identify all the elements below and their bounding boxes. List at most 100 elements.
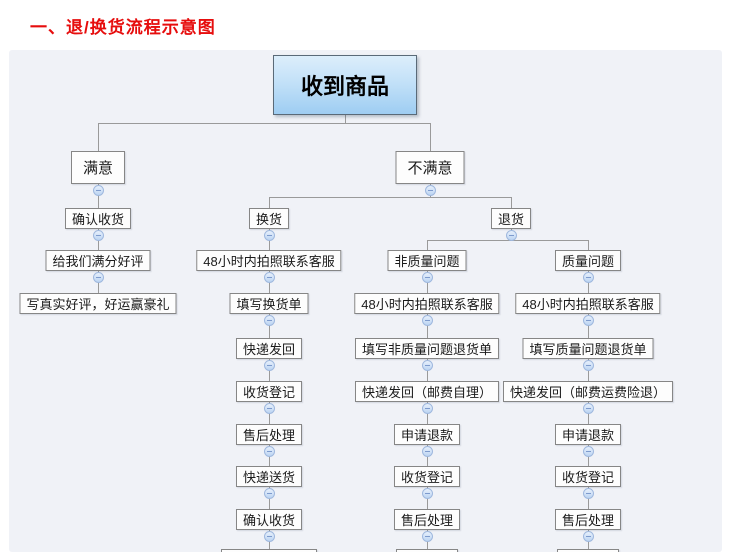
collapse-toggle[interactable] [93,230,104,241]
flow-node-q48: 48小时内拍照联系客服 [515,293,661,314]
flow-node-c_confirm: 确认收货 [64,208,132,229]
collapse-minus-icon [586,277,591,278]
collapse-minus-icon [586,408,591,409]
flow-node-huanhuo: 换货 [248,208,290,229]
flow-node-h_send: 快递发回 [235,338,303,359]
collapse-minus-icon [586,365,591,366]
flow-node-manyi: 满意 [70,151,126,184]
flow-node-q_reg: 收货登记 [554,466,622,487]
flow-node-h_form: 填写换货单 [229,293,309,314]
collapse-toggle[interactable] [583,446,594,457]
collapse-minus-icon [428,190,433,191]
collapse-minus-icon [267,408,272,409]
collapse-minus-icon [267,536,272,537]
page-title: 一、退/换货流程示意图 [30,18,216,37]
collapse-toggle[interactable] [422,360,433,371]
connector-line [98,123,431,124]
flow-node-tuihuo: 退货 [490,208,532,229]
collapse-toggle[interactable] [583,488,594,499]
flow-node-q_partial [557,549,619,552]
collapse-toggle[interactable] [264,403,275,414]
connector-line [427,240,589,241]
collapse-toggle[interactable] [583,315,594,326]
collapse-toggle[interactable] [264,360,275,371]
flow-node-c_review: 写真实好评，好运赢豪礼 [19,293,177,314]
collapse-minus-icon [586,536,591,537]
collapse-toggle[interactable] [583,531,594,542]
collapse-toggle[interactable] [425,185,436,196]
collapse-toggle[interactable] [93,185,104,196]
connector-line [511,197,512,208]
flow-node-n_partial [396,549,458,552]
collapse-minus-icon [267,235,272,236]
flow-node-n_send: 快递发回（邮费自理） [354,381,500,402]
collapse-minus-icon [425,493,430,494]
collapse-toggle[interactable] [264,230,275,241]
connector-line [345,115,346,123]
collapse-minus-icon [96,235,101,236]
flow-node-root: 收到商品 [273,55,417,115]
flow-node-h_after: 售后处理 [235,424,303,445]
collapse-minus-icon [267,320,272,321]
collapse-minus-icon [425,408,430,409]
collapse-minus-icon [267,493,272,494]
connector-line [98,123,99,151]
flow-node-h48: 48小时内拍照联系客服 [196,250,342,271]
collapse-minus-icon [267,277,272,278]
collapse-minus-icon [96,190,101,191]
collapse-minus-icon [96,277,101,278]
connector-line [430,123,431,151]
collapse-minus-icon [425,277,430,278]
flow-node-n_form: 填写非质量问题退货单 [354,338,500,359]
flow-node-n_refund: 申请退款 [393,424,461,445]
flow-node-h_deliver: 快递送货 [235,466,303,487]
flow-node-q: 质量问题 [554,250,622,271]
connector-line [588,314,589,338]
flow-node-q_refund: 申请退款 [554,424,622,445]
collapse-minus-icon [425,451,430,452]
collapse-toggle[interactable] [583,403,594,414]
collapse-minus-icon [509,235,514,236]
flow-node-n_reg: 收货登记 [393,466,461,487]
collapse-toggle[interactable] [422,272,433,283]
collapse-minus-icon [425,365,430,366]
connector-line [269,314,270,338]
flow-node-h_reg: 收货登记 [235,381,303,402]
collapse-toggle[interactable] [583,360,594,371]
flow-node-q_after: 售后处理 [554,509,622,530]
collapse-toggle[interactable] [422,403,433,414]
connector-line [269,197,512,198]
collapse-toggle[interactable] [583,272,594,283]
collapse-minus-icon [586,451,591,452]
collapse-minus-icon [267,365,272,366]
flow-node-nq: 非质量问题 [387,250,467,271]
collapse-minus-icon [425,536,430,537]
collapse-toggle[interactable] [93,272,104,283]
flow-node-q_send: 快递发回（邮费运费险退） [502,381,674,402]
collapse-toggle[interactable] [422,488,433,499]
connector-line [98,184,99,208]
connector-line [427,314,428,338]
collapse-toggle[interactable] [264,272,275,283]
collapse-toggle[interactable] [506,230,517,241]
flow-node-n48: 48小时内拍照联系客服 [354,293,500,314]
flow-node-bumanyi: 不满意 [395,151,465,184]
collapse-minus-icon [425,320,430,321]
connector-line [588,240,589,250]
collapse-toggle[interactable] [422,446,433,457]
collapse-toggle[interactable] [264,315,275,326]
collapse-toggle[interactable] [422,315,433,326]
collapse-toggle[interactable] [422,531,433,542]
collapse-toggle[interactable] [264,531,275,542]
flow-node-c_rate: 给我们满分好评 [45,250,151,271]
collapse-minus-icon [586,320,591,321]
collapse-toggle[interactable] [264,488,275,499]
flow-node-h_partial [221,549,317,552]
collapse-minus-icon [586,493,591,494]
flow-node-q_form: 填写质量问题退货单 [522,338,654,359]
collapse-toggle[interactable] [264,446,275,457]
connector-line [269,197,270,208]
flow-node-n_after: 售后处理 [393,509,461,530]
flow-node-h_confirm: 确认收货 [235,509,303,530]
